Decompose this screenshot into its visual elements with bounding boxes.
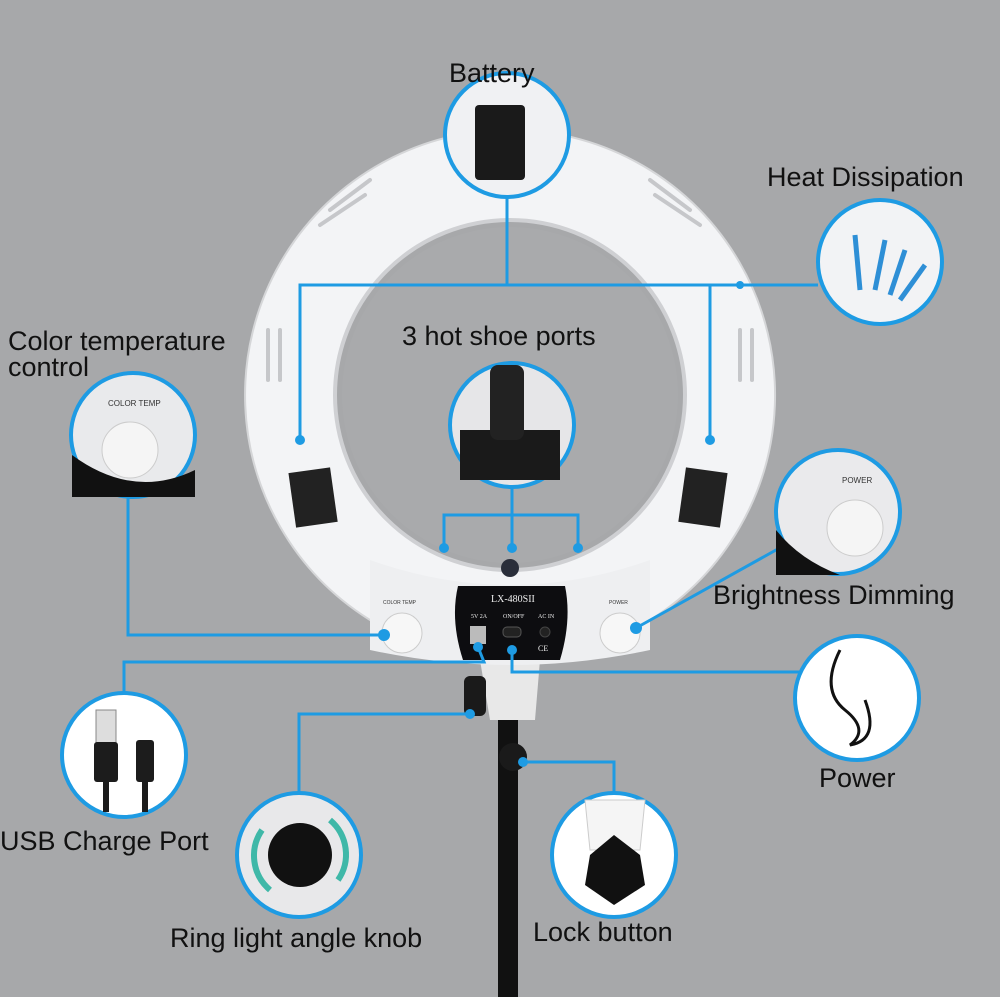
label-power: Power [819,763,896,793]
power-cable-icon [829,649,872,747]
usb-cable-icon [94,709,154,812]
power-callout [793,634,921,762]
stand-pole [498,700,518,997]
angle-knob-icon [268,823,332,887]
label-color-temp-line2: control [8,352,90,382]
panel-onoff: ON/OFF [503,614,525,620]
callout-color-temp-text: COLOR TEMP [108,399,161,408]
label-usb: USB Charge Port [0,826,209,856]
callout-lines [122,197,818,793]
label-brightness: Brightness Dimming [713,580,955,610]
panel-color-temp: COLOR TEMP [383,600,416,606]
callout-power-text: POWER [842,476,873,485]
label-color-temp: Color temperature [8,326,226,356]
colortemp-knob-icon [101,421,159,479]
power-knob-icon [826,499,884,557]
panel-ce: CE [538,644,549,653]
panel-acin: AC IN [538,614,555,620]
panel-usb-rating: 5V 2A [471,614,488,620]
panel-power: POWER [609,600,628,606]
lock-knob-icon [585,835,645,905]
label-battery: Battery [449,58,535,88]
label-angle-knob: Ring light angle knob [170,923,423,953]
label-hot-shoe-ports: 3 hot shoe ports [402,321,596,351]
panel-model: LX-480SII [491,594,535,605]
label-heat-dissipation: Heat Dissipation [767,162,964,192]
battery-icon [475,105,525,180]
ring-mount [480,660,540,720]
angle-knob [464,676,486,716]
usb-callout [60,691,188,819]
heat-arrows-icon [852,234,928,302]
label-lock: Lock button [533,917,673,947]
